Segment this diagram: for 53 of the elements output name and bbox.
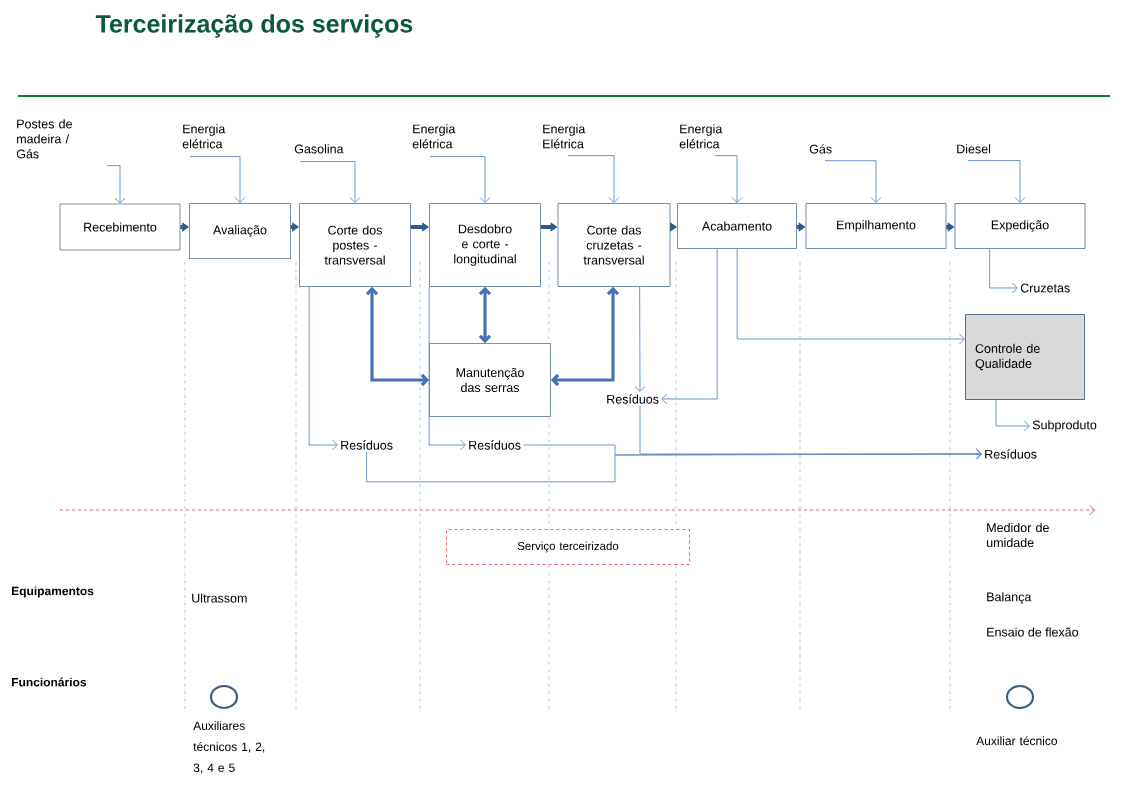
process-box: Corte dos postes - transversal bbox=[299, 203, 411, 287]
row-label: Funcionários bbox=[12, 677, 87, 687]
process-box: Manutenção das serras bbox=[429, 343, 551, 417]
input-label: Energia elétrica bbox=[679, 124, 723, 149]
arrow bbox=[478, 286, 492, 344]
arrow bbox=[967, 160, 1026, 203]
arrow bbox=[299, 161, 361, 203]
arrow bbox=[428, 286, 466, 451]
node-label: Auxiliares técnicos 1, 2, 3, 4 e 5 bbox=[193, 721, 265, 774]
arrow bbox=[308, 286, 338, 451]
process-box: Empilhamento bbox=[805, 203, 947, 249]
row-label: Ensaio de flexão bbox=[987, 627, 1079, 637]
row-label: Ultrassom bbox=[192, 593, 247, 603]
output-label: Subproduto bbox=[1030, 418, 1099, 434]
arrow bbox=[661, 248, 718, 405]
arrow bbox=[429, 156, 491, 203]
arrow bbox=[995, 399, 1030, 432]
input-label: Diesel bbox=[957, 144, 991, 154]
output-label: Resíduos bbox=[466, 438, 523, 452]
input-label: Postes de madeira / Gás bbox=[16, 119, 72, 159]
input-label: Energia Elétrica bbox=[543, 124, 586, 149]
arrow bbox=[714, 155, 743, 203]
arrow bbox=[989, 248, 1018, 294]
arrow bbox=[634, 286, 646, 392]
process-box: Corte das cruzetas - transversal bbox=[557, 203, 671, 287]
process-box: Avaliação bbox=[189, 203, 291, 259]
row-label: Equipamentos bbox=[12, 586, 94, 598]
arrow bbox=[106, 165, 126, 204]
input-label: Gás bbox=[809, 144, 832, 154]
process-box: Desdobro e corte - longitudinal bbox=[429, 203, 541, 287]
arrow bbox=[550, 286, 620, 387]
arrow bbox=[189, 156, 246, 203]
output-label: Resíduos bbox=[982, 447, 1039, 461]
title: Terceirização dos serviços bbox=[95, 14, 413, 38]
arrow bbox=[736, 248, 965, 345]
output-label: Cruzetas bbox=[1018, 281, 1073, 295]
process-box: Expedição bbox=[954, 203, 1086, 249]
node-label: Auxiliar técnico bbox=[976, 736, 1058, 746]
input-label: Gasolina bbox=[294, 144, 344, 154]
input-label: Energia elétrica bbox=[182, 124, 226, 149]
outsourced-service-box: Serviço terceirizado bbox=[446, 529, 690, 565]
arrow bbox=[567, 155, 620, 203]
quality-control-box: Controle de Qualidade bbox=[965, 314, 1085, 400]
output-label: Resíduos bbox=[338, 438, 395, 452]
process-box: Acabamento bbox=[677, 203, 797, 249]
arrow bbox=[824, 160, 882, 203]
row-label: Medidor de umidade bbox=[987, 522, 1049, 548]
arrow bbox=[365, 286, 430, 387]
process-box: Recebimento bbox=[59, 203, 181, 251]
output-label: Resíduos bbox=[604, 392, 661, 406]
row-label: Balança bbox=[987, 592, 1032, 604]
input-label: Energia elétrica bbox=[412, 124, 456, 149]
arrow bbox=[639, 405, 982, 460]
